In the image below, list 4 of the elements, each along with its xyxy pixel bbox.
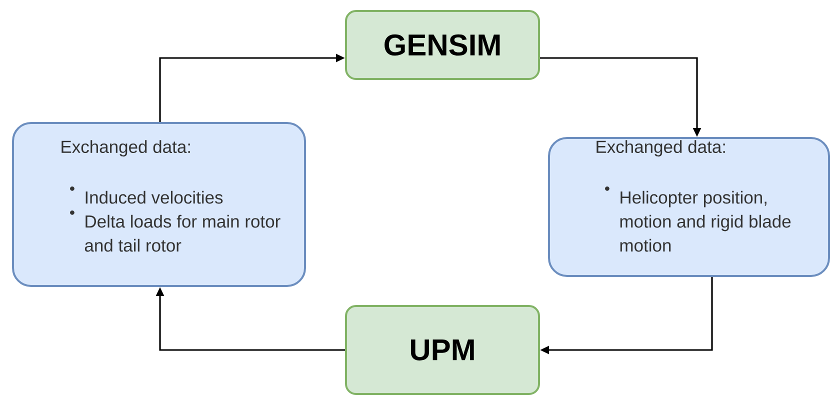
module-box: UPM bbox=[345, 305, 540, 395]
module-box: GENSIM bbox=[345, 10, 540, 80]
data-box: Exchanged data: Helicopter position, motion and rigid blade motion bbox=[548, 137, 830, 277]
data-box: Exchanged data: Induced velocities Delta loads for main rotor and tail rotor bbox=[12, 122, 306, 287]
